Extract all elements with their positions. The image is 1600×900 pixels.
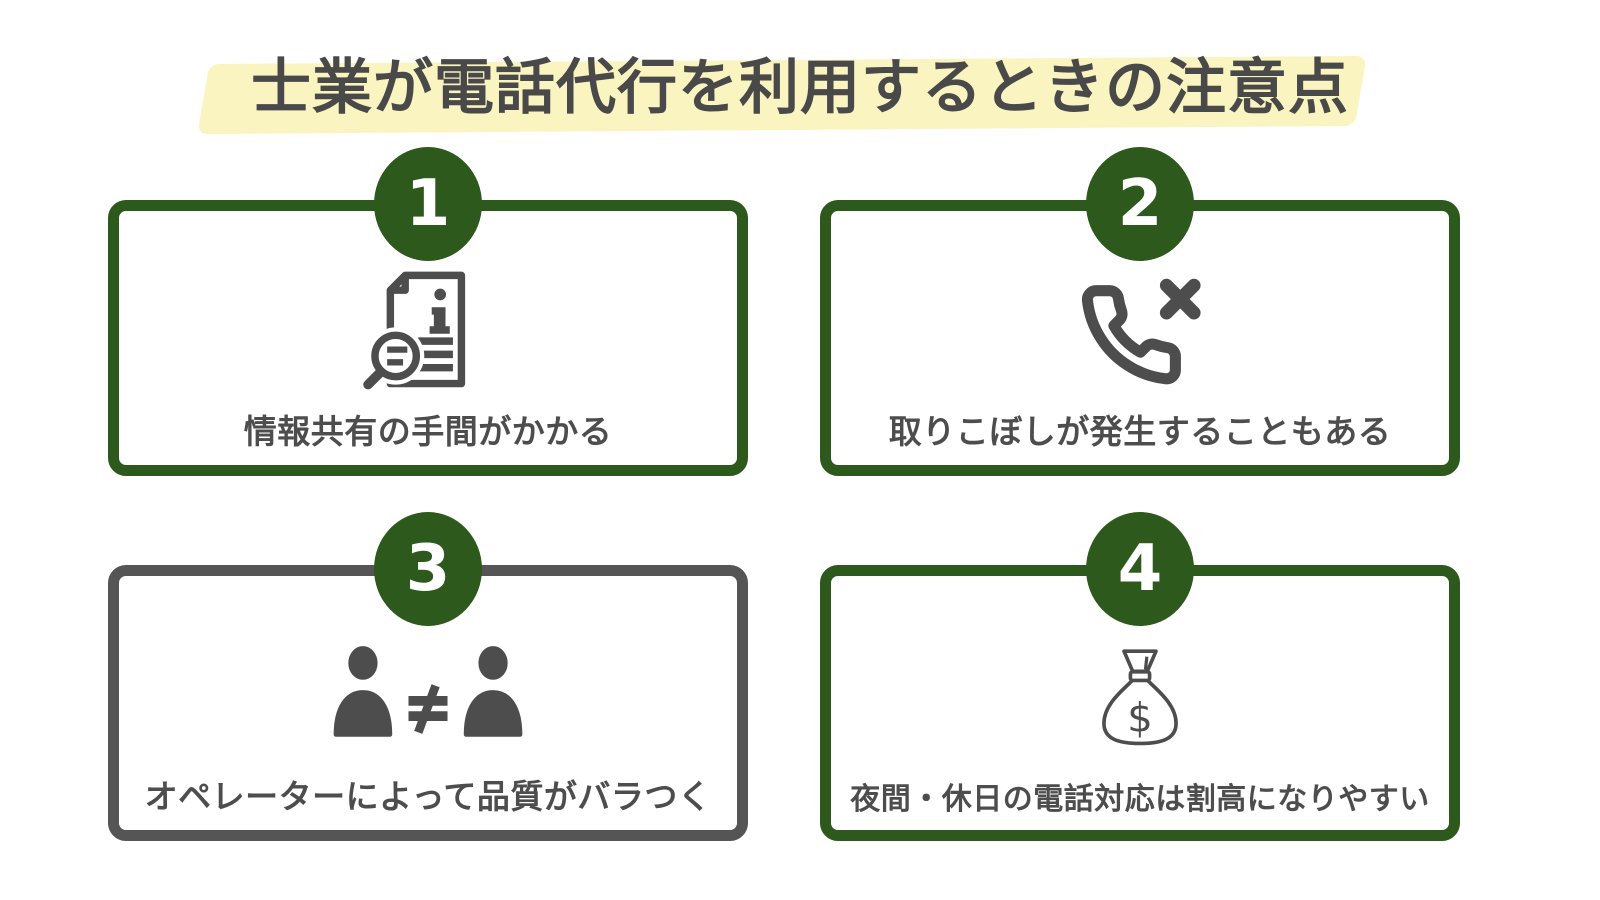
card-label-1: 情報共有の手間がかかる — [243, 413, 613, 450]
point-card-3: 3 オペレーターによって品質がバラつく — [108, 512, 748, 841]
card-label-3: オペレーターによって品質がバラつく — [144, 778, 712, 815]
point-card-1: 1 情報共有の手間がかかる — [108, 147, 748, 476]
card-label-4: 夜間・休日の電話対応は割高になりやすい — [850, 783, 1430, 816]
number-badge-1: 1 — [374, 147, 482, 261]
operators-not-equal-icon — [119, 630, 737, 760]
number-badge-3: 3 — [374, 512, 482, 626]
number-badge-4: 4 — [1086, 512, 1194, 626]
phone-missed-call-icon — [831, 265, 1449, 395]
page-title: 士業が電話代行を利用するときの注意点 — [251, 54, 1349, 121]
point-card-4: 4 $ 夜間・休日の電話対応は割高になりやすい — [820, 512, 1460, 841]
number-badge-2: 2 — [1086, 147, 1194, 261]
card-label-2: 取りこぼしが発生することもある — [888, 413, 1392, 450]
svg-text:$: $ — [1127, 695, 1153, 741]
document-search-icon — [119, 265, 737, 395]
money-bag-icon: $ — [831, 630, 1449, 760]
not-equal-symbol — [408, 683, 448, 734]
point-card-2: 2 取りこぼしが発生することもある — [820, 147, 1460, 476]
